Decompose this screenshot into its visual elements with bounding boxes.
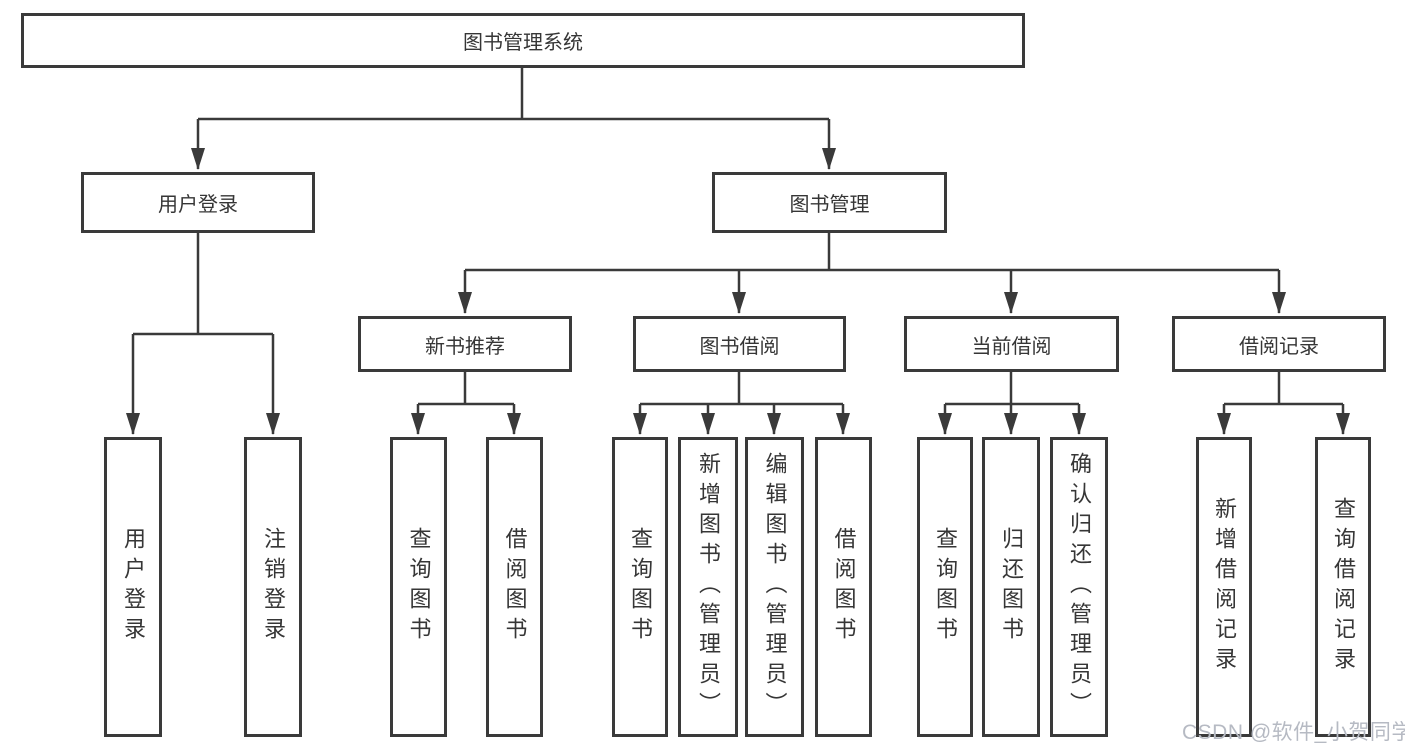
node-user-login: 用户登录: [81, 172, 315, 233]
leaf-query-book-current: 查询图书: [917, 437, 973, 737]
connector-book-management: [458, 233, 1286, 314]
connector-root: [191, 68, 836, 170]
connector-new-book: [411, 372, 521, 435]
leaf-user-login: 用户登录: [104, 437, 162, 737]
connector-borrow-record: [1217, 372, 1350, 435]
leaf-add-book-admin: 新增图书（管理员）: [678, 437, 738, 737]
connector-user-login: [126, 233, 280, 435]
leaf-edit-book-admin: 编辑图书（管理员）: [745, 437, 804, 737]
csdn-watermark: CSDN @软件_小贺同学: [1182, 721, 1405, 744]
connector-book-borrow: [633, 372, 850, 435]
leaf-add-borrow-record: 新增借阅记录: [1196, 437, 1252, 737]
node-book-management: 图书管理: [712, 172, 947, 233]
leaf-return-book: 归还图书: [982, 437, 1040, 737]
leaf-query-book-recommend: 查询图书: [390, 437, 447, 737]
node-new-book-recommend: 新书推荐: [358, 316, 572, 372]
node-book-borrow: 图书借阅: [633, 316, 846, 372]
leaf-borrow-book: 借阅图书: [815, 437, 872, 737]
node-current-borrow: 当前借阅: [904, 316, 1119, 372]
leaf-query-book-borrow: 查询图书: [612, 437, 668, 737]
leaf-logout: 注销登录: [244, 437, 302, 737]
node-root-system: 图书管理系统: [21, 13, 1025, 68]
node-borrow-record: 借阅记录: [1172, 316, 1386, 372]
leaf-borrow-book-recommend: 借阅图书: [486, 437, 543, 737]
leaf-confirm-return-admin: 确认归还（管理员）: [1050, 437, 1108, 737]
connector-current-borrow: [938, 372, 1086, 435]
leaf-query-borrow-record: 查询借阅记录: [1315, 437, 1371, 737]
